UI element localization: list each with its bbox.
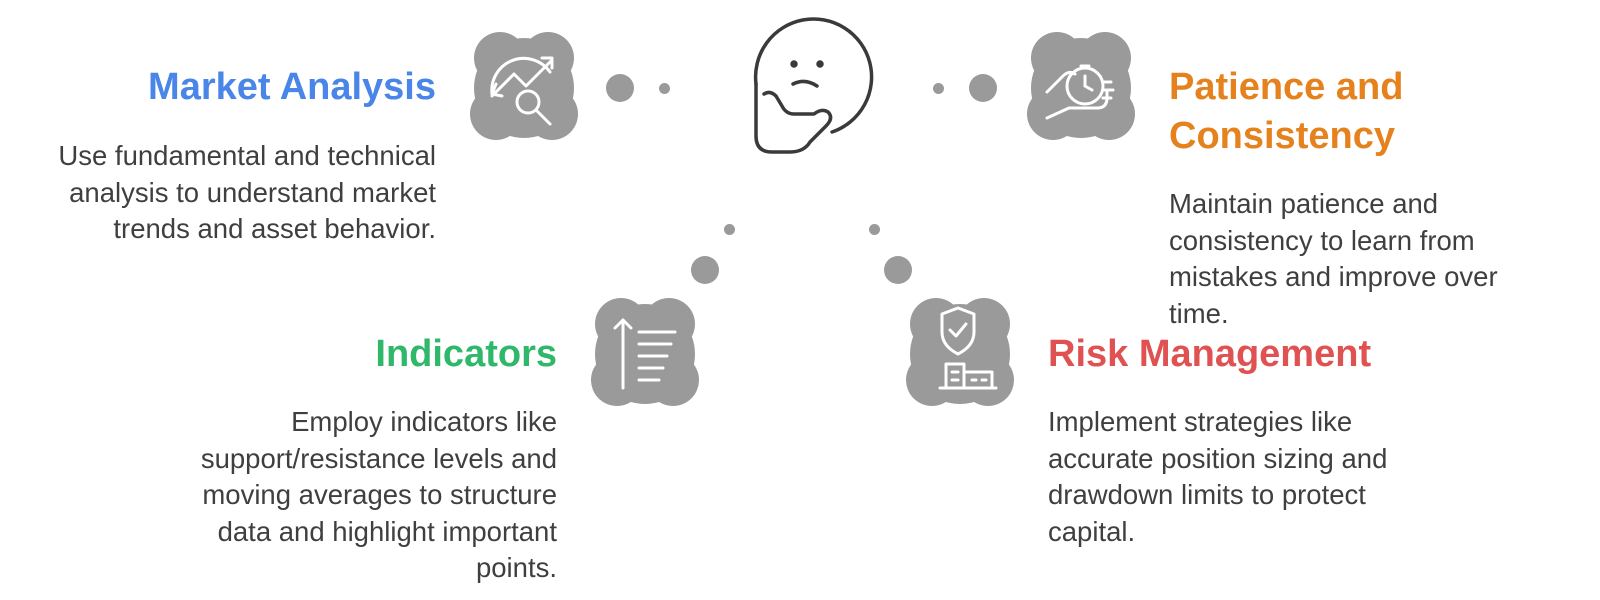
connector-dot (691, 256, 719, 284)
sort-list-icon (591, 298, 699, 406)
connector-dot (659, 83, 670, 94)
trend-analysis-icon (470, 32, 578, 140)
risk-management-title: Risk Management (1048, 333, 1372, 375)
description-line: data and highlight important (217, 515, 557, 547)
description-line: analysis to understand market (69, 176, 436, 208)
description-line: support/resistance levels and (200, 442, 557, 474)
description-line: time. (1169, 297, 1229, 329)
risk-management-description: Implement strategies like accurate posit… (1048, 404, 1488, 550)
thinking-face-icon (753, 17, 874, 154)
connector-dot (969, 74, 997, 102)
connector-dot (724, 224, 735, 235)
description-line: Maintain patience and (1169, 188, 1439, 219)
description-line: moving averages to structure (202, 479, 557, 510)
connector-dot (606, 74, 634, 102)
description-line: capital. (1048, 515, 1136, 547)
indicators-description: Employ indicators like support/resistanc… (117, 404, 557, 587)
title-line: Consistency (1169, 115, 1395, 157)
description-line: mistakes and improve over (1169, 261, 1498, 292)
shield-buildings-icon (906, 298, 1014, 406)
description-line: drawdown limits to protect (1048, 479, 1366, 510)
description-line: trends and asset behavior. (113, 213, 436, 244)
connector-dot (884, 256, 912, 284)
description-line: points. (475, 552, 557, 583)
connector-dot (933, 83, 944, 94)
patience-description: Maintain patience and consistency to lea… (1169, 186, 1589, 332)
patience-title: Patience and Consistency (1169, 63, 1569, 161)
stopwatch-hand-icon (1027, 32, 1135, 140)
description-line: consistency to learn from (1169, 224, 1475, 256)
connector-dot (869, 224, 880, 235)
description-line: Employ indicators like (291, 406, 557, 437)
market-analysis-title: Market Analysis (148, 66, 436, 108)
indicators-title: Indicators (375, 333, 557, 375)
description-line: Implement strategies like (1048, 406, 1353, 437)
market-analysis-description: Use fundamental and technical analysis t… (0, 138, 436, 248)
description-line: Use fundamental and technical (58, 140, 436, 171)
title-line: Patience and (1169, 66, 1404, 108)
description-line: accurate position sizing and (1048, 442, 1388, 474)
